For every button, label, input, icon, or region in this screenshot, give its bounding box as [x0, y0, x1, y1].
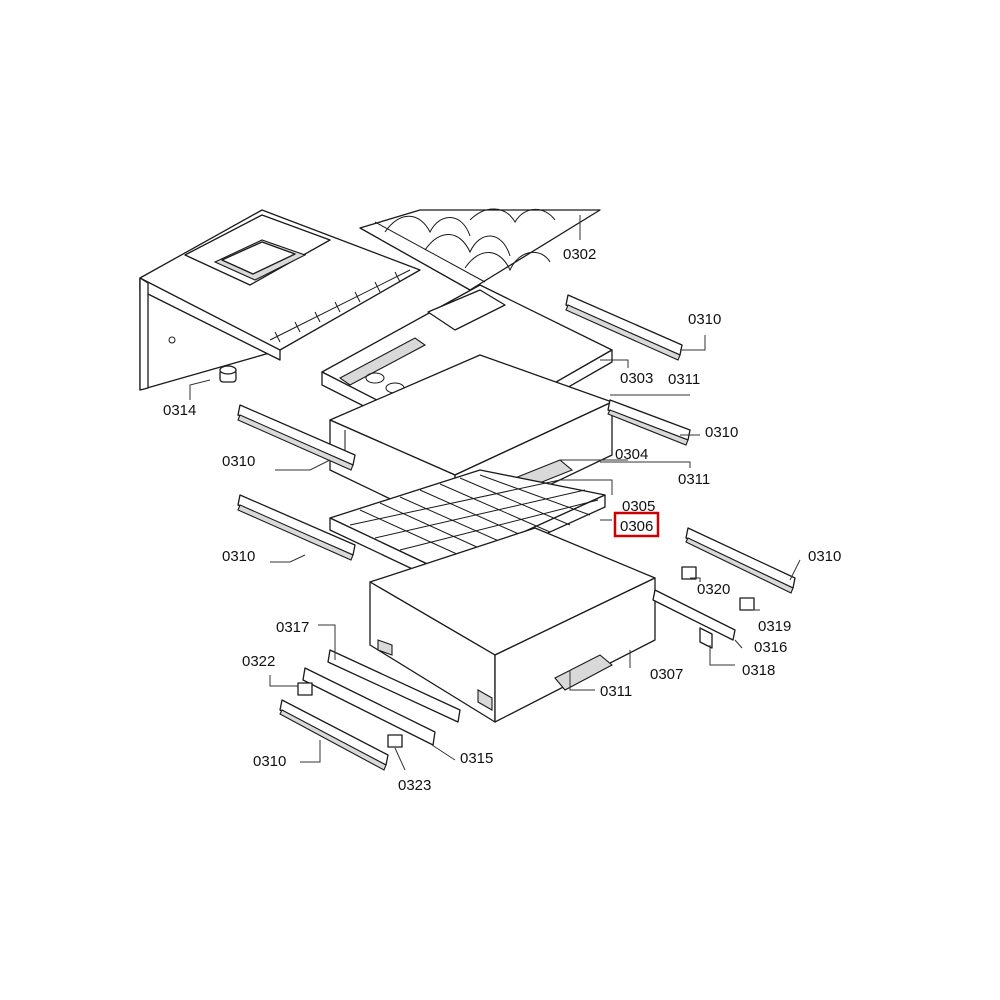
callout-0310-bottom-left[interactable]: 0310 — [253, 753, 286, 770]
callout-0323[interactable]: 0323 — [398, 777, 431, 794]
rail-0310-mid-left — [237, 494, 356, 561]
rail-bracket-0316 — [652, 589, 736, 641]
drawer-0307 — [369, 527, 656, 723]
callout-0306[interactable]: 0306 — [620, 518, 653, 535]
callout-0318[interactable]: 0318 — [742, 662, 775, 679]
rail-0310-upper-right — [565, 294, 683, 361]
callout-0310-mid-left[interactable]: 0310 — [222, 548, 255, 565]
wine-rack — [359, 208, 601, 291]
callout-0311-lower[interactable]: 0311 — [600, 683, 632, 700]
callout-0310-mid-right[interactable]: 0310 — [705, 424, 738, 441]
support-rail-0315 — [302, 667, 436, 746]
support-rail-0317 — [327, 649, 461, 723]
rail-0310-bottom-left — [279, 699, 389, 771]
callout-0322[interactable]: 0322 — [242, 653, 275, 670]
callout-0305[interactable]: 0305 — [622, 498, 655, 515]
clip-0320 — [681, 566, 697, 580]
callout-0311-upper[interactable]: 0311 — [668, 371, 700, 388]
clip-0319 — [739, 597, 755, 611]
callout-0303[interactable]: 0303 — [620, 370, 653, 387]
clip-0323 — [387, 734, 403, 748]
rail-0310-upper-left — [237, 404, 356, 471]
leader-lines — [189, 215, 801, 771]
callout-0304[interactable]: 0304 — [615, 446, 648, 463]
callout-0317[interactable]: 0317 — [276, 619, 309, 636]
callout-0310-upper-left[interactable]: 0310 — [222, 453, 255, 470]
callout-0311-mid[interactable]: 0311 — [678, 471, 710, 488]
callout-0315[interactable]: 0315 — [460, 750, 493, 767]
callout-0319[interactable]: 0319 — [758, 618, 791, 635]
callout-0307[interactable]: 0307 — [650, 666, 683, 683]
upper-shelf-assembly — [139, 209, 421, 391]
callout-0314[interactable]: 0314 — [163, 402, 196, 419]
highlight-0306: 0306 — [613, 511, 660, 538]
cap-0314 — [219, 365, 237, 383]
rail-0310-mid-right — [607, 399, 691, 446]
callout-0310-upper-right[interactable]: 0310 — [688, 311, 721, 328]
highlight-box — [613, 511, 660, 538]
callout-labels: 0302 0310 0303 0311 0314 0310 0304 0310 … — [163, 246, 841, 794]
rail-0310-lower-right — [685, 527, 796, 594]
callout-0316[interactable]: 0316 — [754, 639, 787, 656]
callout-0302[interactable]: 0302 — [563, 246, 596, 263]
clip-0322 — [297, 682, 313, 696]
callout-0320[interactable]: 0320 — [697, 581, 730, 598]
bracket-0318 — [699, 627, 713, 649]
callout-0310-lower-right[interactable]: 0310 — [808, 548, 841, 565]
